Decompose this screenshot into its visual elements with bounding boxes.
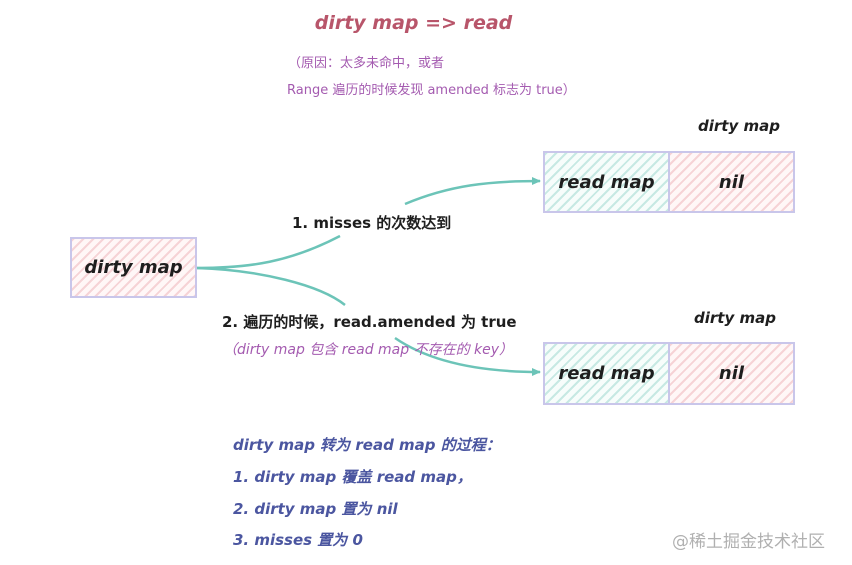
arrow-to-bottom-target (196, 266, 541, 376)
edge-label-amended: 2. 遍历的时候，read.amended 为 true (222, 313, 517, 331)
top-dirty-nil-label: nil (718, 171, 745, 193)
step-item-3: 3. misses 置为 0 (233, 531, 363, 549)
diagram-title-text: dirty map => read (314, 12, 513, 34)
source-dirty-map-label: dirty map (84, 257, 183, 278)
diagram-title: dirty map => read (0, 12, 852, 34)
edge-label-misses: 1. misses 的次数达到 (292, 214, 452, 232)
bottom-read-map-box: read map (543, 342, 670, 405)
watermark: @稀土掘金技术社区 (672, 532, 825, 552)
bottom-target-caption: dirty map (694, 309, 776, 327)
step-item-1: 1. dirty map 覆盖 read map， (233, 468, 472, 486)
bottom-read-map-label: read map (558, 363, 655, 384)
top-target-caption: dirty map (698, 117, 780, 135)
reason-line-1: （原因：太多未命中，或者 (288, 56, 445, 71)
steps-heading: dirty map 转为 read map 的过程： (233, 436, 501, 454)
top-read-map-box: read map (543, 151, 670, 213)
reason-line-2: Range 遍历的时候发现 amended 标志为 true） (287, 83, 576, 98)
source-dirty-map-box: dirty map (70, 237, 197, 298)
bottom-dirty-nil-label: nil (718, 363, 745, 384)
top-read-map-label: read map (558, 171, 655, 193)
step-item-2: 2. dirty map 置为 nil (233, 500, 398, 518)
edge-note-key: （dirty map 包含 read map 不存在的 key） (223, 342, 514, 358)
top-dirty-nil-box: nil (668, 151, 795, 213)
bottom-dirty-nil-box: nil (668, 342, 795, 405)
